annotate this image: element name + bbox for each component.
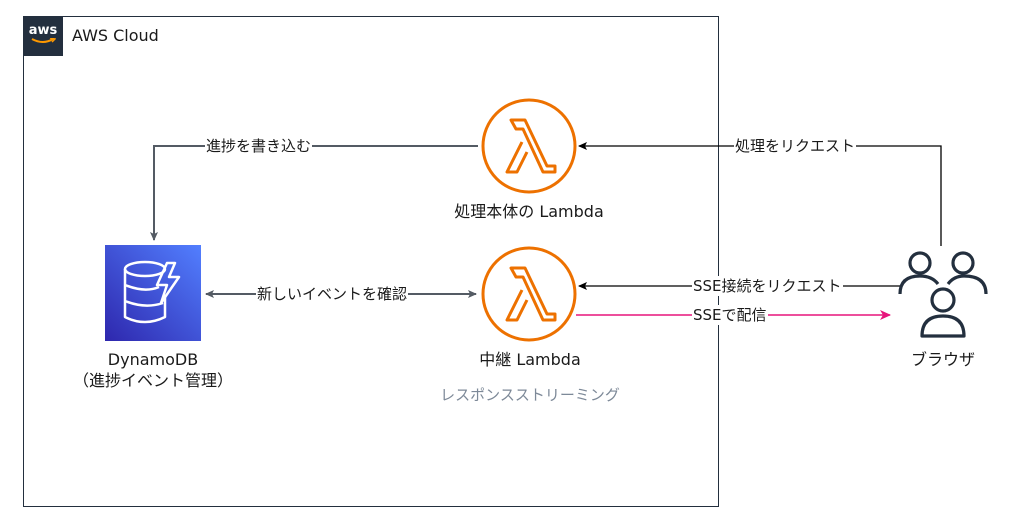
edge-label-check-events: 新しいイベントを確認 xyxy=(256,284,409,304)
browser-label: ブラウザ xyxy=(910,350,975,369)
aws-cloud-group xyxy=(23,16,719,507)
lambda-relay-sublabel: レスポンスストリーミング xyxy=(440,386,620,404)
lambda-main-label: 処理本体の Lambda xyxy=(454,202,604,221)
aws-cloud-title: AWS Cloud xyxy=(72,26,159,45)
dynamodb-label: DynamoDB xyxy=(107,350,199,369)
edge-label-request-sse: SSE接続をリクエスト xyxy=(692,276,843,296)
users-icon[interactable] xyxy=(896,246,990,340)
dynamodb-sublabel: （進捗イベント管理） xyxy=(72,371,233,390)
dynamodb-icon[interactable] xyxy=(105,245,201,341)
edge-label-request-processing: 処理をリクエスト xyxy=(734,136,857,156)
edge-write-progress xyxy=(150,145,478,241)
lambda-icon[interactable] xyxy=(481,246,577,342)
edge-label-deliver-sse: SSEで配信 xyxy=(692,305,768,325)
aws-logo-icon: aws xyxy=(23,16,63,56)
lambda-relay-label: 中継 Lambda xyxy=(479,350,581,369)
lambda-icon[interactable] xyxy=(481,98,577,194)
edge-label-write-progress: 進捗を書き込む xyxy=(205,136,313,156)
edge-request-processing xyxy=(578,142,942,246)
